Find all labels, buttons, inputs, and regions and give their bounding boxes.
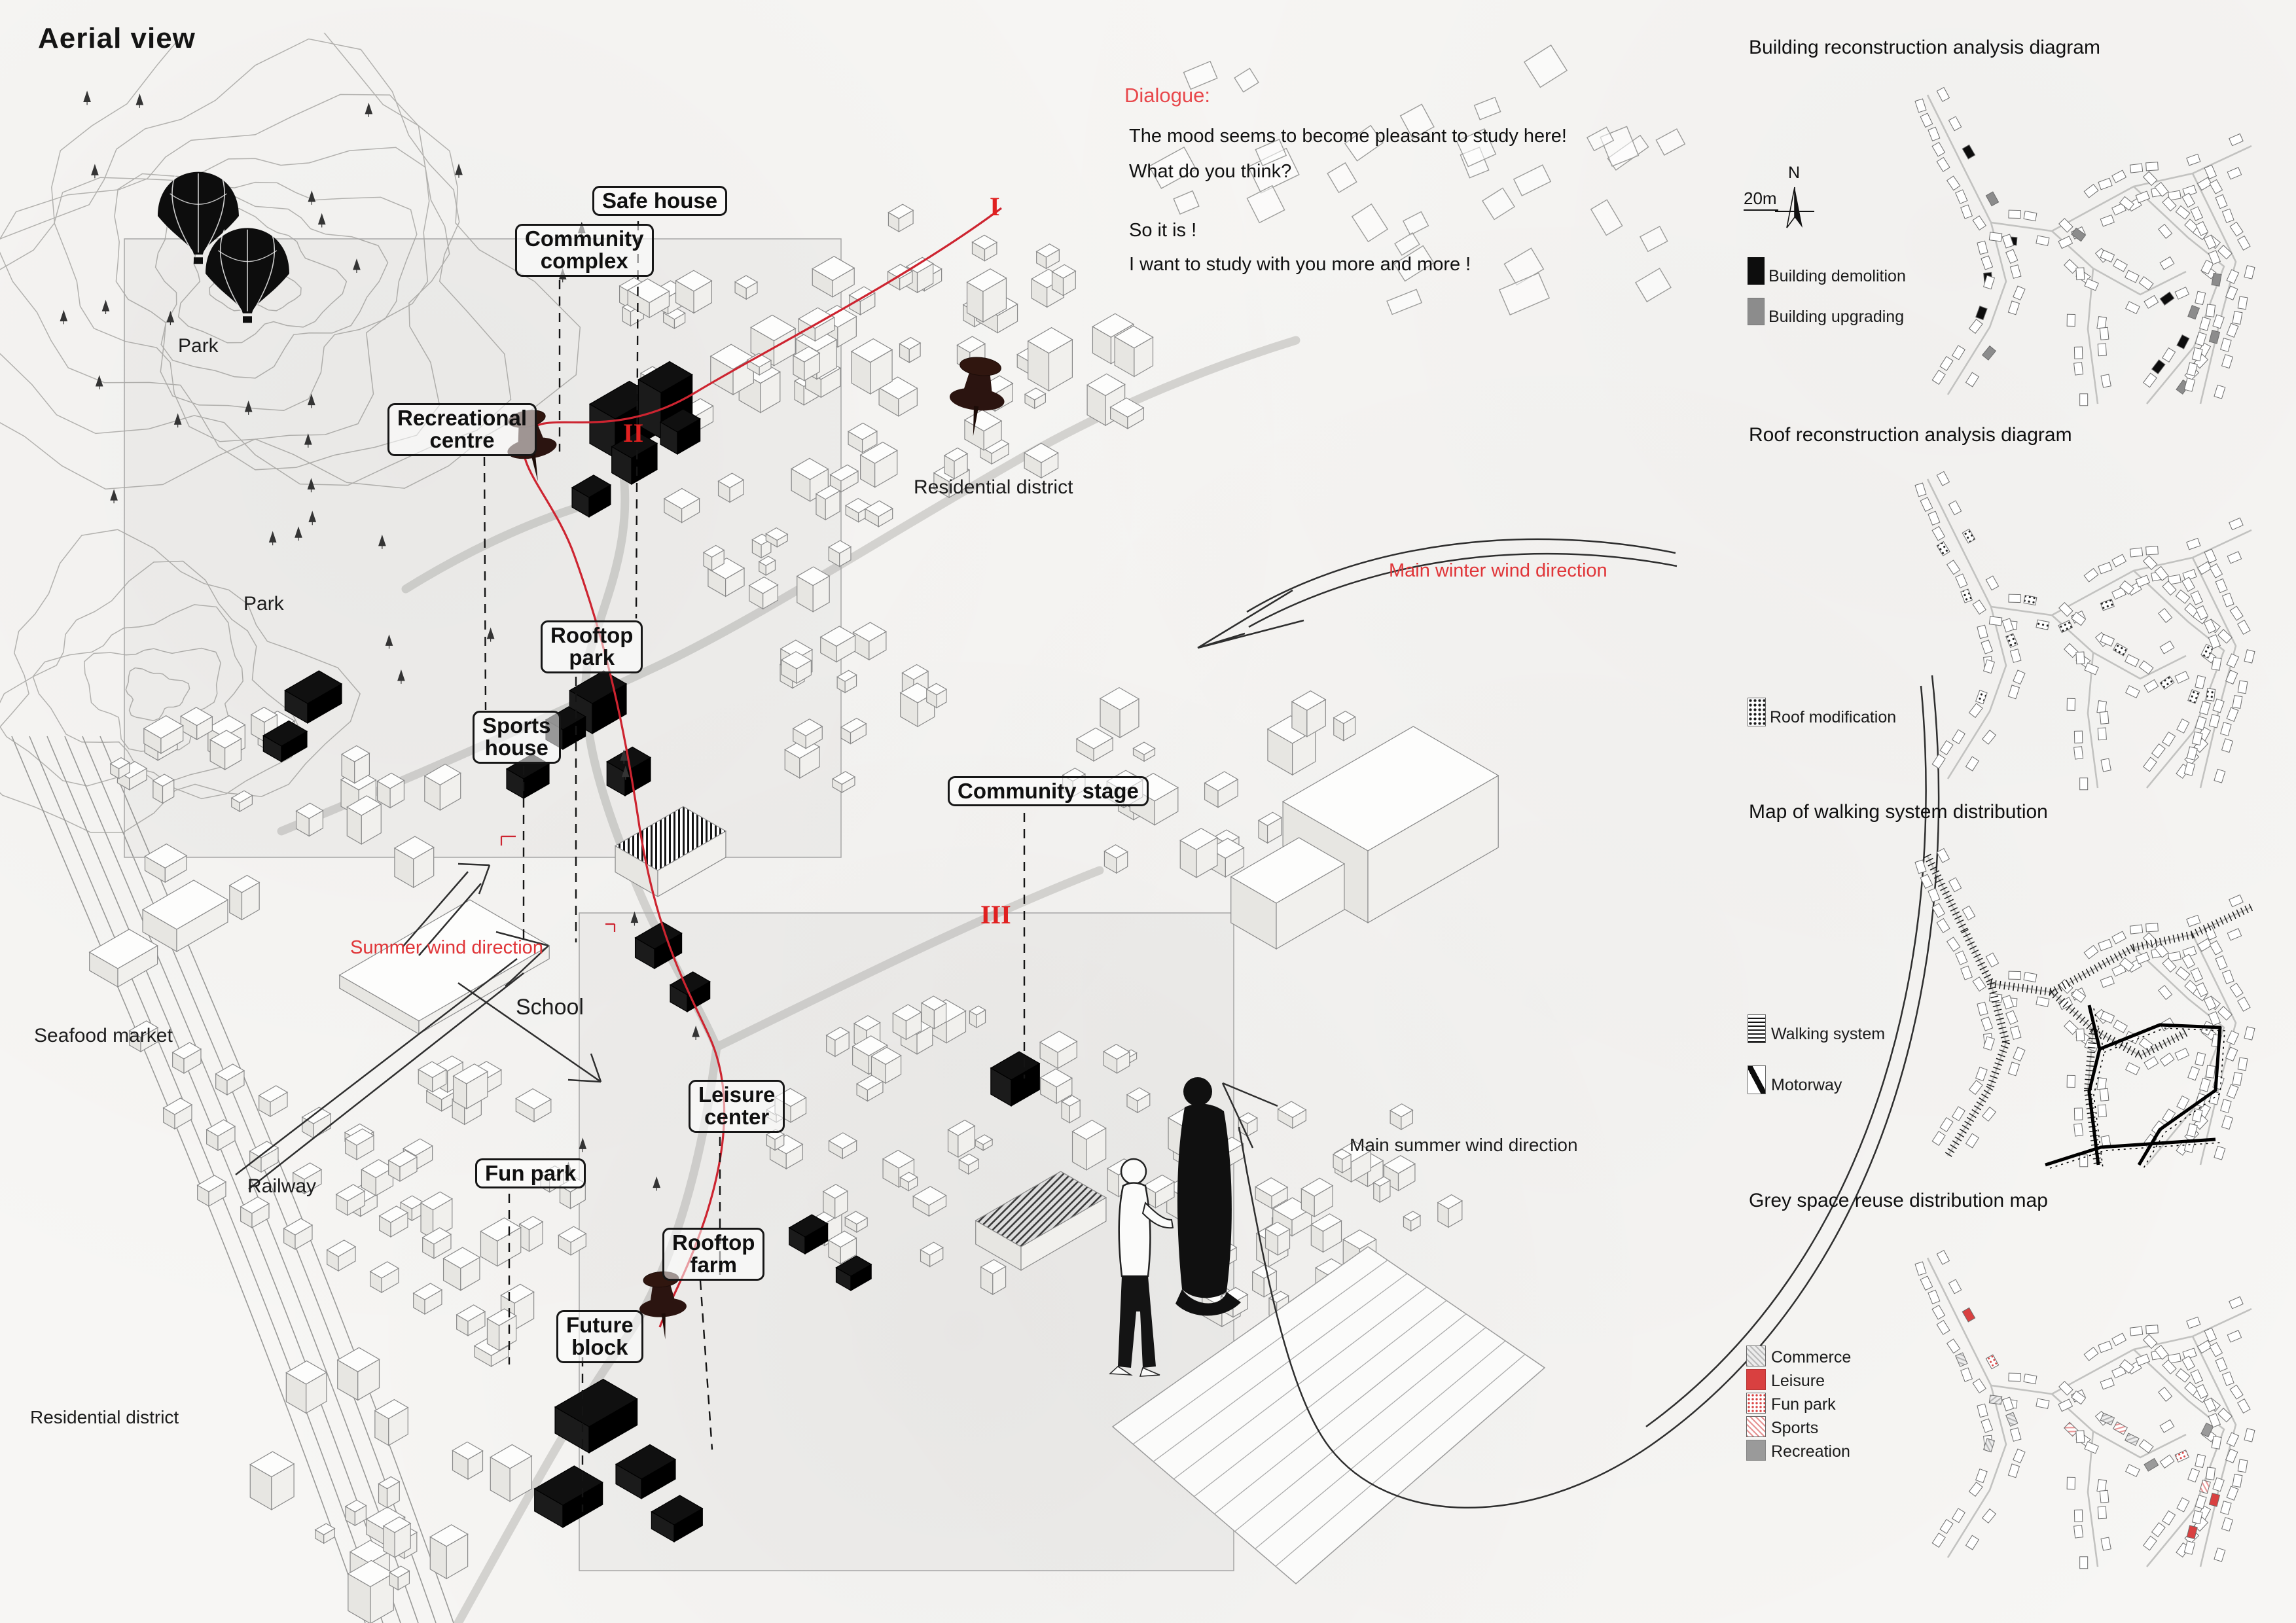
label-text: Leisure — [698, 1082, 776, 1107]
label-railway: Railway — [247, 1175, 317, 1197]
legend-label-leisure: Leisure — [1771, 1372, 1825, 1390]
legend-swatch-leisure — [1746, 1369, 1766, 1390]
dialogue-line: So it is ! — [1129, 220, 1197, 241]
label-safe-house: Safe house — [592, 186, 728, 217]
label-community-stage: Community stage — [948, 776, 1149, 807]
label-park-mid: Park — [243, 593, 284, 615]
wind-arrows — [235, 538, 1940, 1508]
legend-label-recreation: Recreation — [1771, 1442, 1850, 1461]
label-text: Safe house — [602, 188, 718, 213]
page-title: Aerial view — [38, 22, 196, 54]
legend-swatch-sports — [1746, 1416, 1766, 1437]
legend-label-walking-system: Walking system — [1771, 1025, 1886, 1043]
legend-swatch-roof-modification — [1748, 698, 1766, 726]
dialogue-line: The mood seems to become pleasant to stu… — [1129, 126, 1567, 147]
section-marker-3: III — [980, 900, 1011, 929]
legend-label-commerce: Commerce — [1771, 1348, 1852, 1366]
label-text: Future — [566, 1313, 634, 1337]
label-leisure-center: Leisure center — [689, 1080, 785, 1133]
aerial-view-illustration — [0, 33, 1940, 1623]
label-seafood-market: Seafood market — [34, 1025, 173, 1046]
panel-title-grey-space-reuse: Grey space reuse distribution map — [1749, 1190, 2048, 1211]
label-text: Fun park — [485, 1161, 577, 1185]
legend-swatch-commerce — [1746, 1346, 1766, 1366]
label-future-block: Future block — [556, 1310, 643, 1363]
label-rooftop-farm: Rooftop farm — [662, 1228, 765, 1281]
label-text: Rooftop — [672, 1230, 755, 1255]
label-text: Community — [525, 226, 644, 251]
label-community-complex: Community complex — [515, 224, 654, 277]
legend-label-roof-modification: Roof modification — [1770, 708, 1897, 726]
label-text: house — [484, 736, 548, 760]
legend-swatch-motorway — [1748, 1065, 1766, 1094]
label-rooftop-park: Rooftop park — [541, 620, 643, 673]
label-text: Rooftop — [550, 623, 634, 647]
label-residential-district-bottom: Residential district — [30, 1407, 179, 1427]
label-residential-district-mid: Residential district — [914, 476, 1073, 498]
label-text: Recreational — [397, 406, 528, 430]
legend-label-fun-park: Fun park — [1771, 1395, 1836, 1414]
label-text: block — [571, 1335, 628, 1360]
label-school: School — [516, 995, 584, 1020]
label-sports-house: Sports house — [473, 711, 561, 764]
leader-lines — [483, 221, 1026, 1512]
dialogue-line: I want to study with you more and more ! — [1129, 254, 1471, 275]
panel-title-building-reconstruction: Building reconstruction analysis diagram — [1749, 37, 2100, 58]
roof-reconstruction-map — [1914, 471, 2255, 791]
label-park-top: Park — [178, 335, 219, 357]
section-marker-1: I — [990, 192, 1000, 221]
dialogue-line: What do you think? — [1129, 161, 1292, 182]
legend-label-building-demolition: Building demolition — [1768, 267, 1906, 285]
grey-space-reuse-map — [1914, 1249, 2255, 1569]
legend-swatch-building-demolition — [1748, 257, 1765, 285]
scale-bar-label: 20m — [1744, 188, 1778, 211]
north-label: N — [1788, 164, 1801, 182]
panel-title-walking-system: Map of walking system distribution — [1749, 801, 2048, 823]
legend-label-building-upgrading: Building upgrading — [1768, 308, 1905, 326]
label-winter-wind: Main winter wind direction — [1389, 560, 1607, 581]
building-reconstruction-map — [1914, 86, 2255, 406]
label-text: Community stage — [958, 779, 1139, 803]
label-text: park — [569, 645, 615, 670]
label-text: complex — [540, 249, 628, 274]
label-recreational-centre: Recreational centre — [387, 403, 537, 456]
label-summer-wind-main: Main summer wind direction — [1350, 1135, 1578, 1155]
label-text: centre — [429, 428, 495, 453]
label-fun-park: Fun park — [475, 1158, 586, 1189]
panel-title-roof-reconstruction: Roof reconstruction analysis diagram — [1749, 424, 2072, 446]
section-marker-2: II — [623, 418, 644, 448]
legend-swatch-fun-park — [1746, 1393, 1766, 1414]
legend-label-motorway: Motorway — [1771, 1076, 1842, 1094]
legend-swatch-building-upgrading — [1748, 298, 1765, 325]
dialogue-heading: Dialogue: — [1124, 84, 1210, 107]
walking-system-map — [1914, 847, 2255, 1169]
legend-swatch-recreation — [1746, 1440, 1766, 1461]
label-text: Sports — [482, 713, 551, 738]
label-text: center — [704, 1105, 770, 1130]
north-arrow-icon — [1786, 187, 1803, 228]
legend-swatch-walking-system — [1748, 1014, 1766, 1043]
label-text: farm — [690, 1253, 737, 1277]
people-figures — [1109, 1077, 1241, 1377]
label-summer-wind-small: Summer wind direction — [350, 937, 543, 958]
legend-label-sports: Sports — [1771, 1419, 1819, 1437]
